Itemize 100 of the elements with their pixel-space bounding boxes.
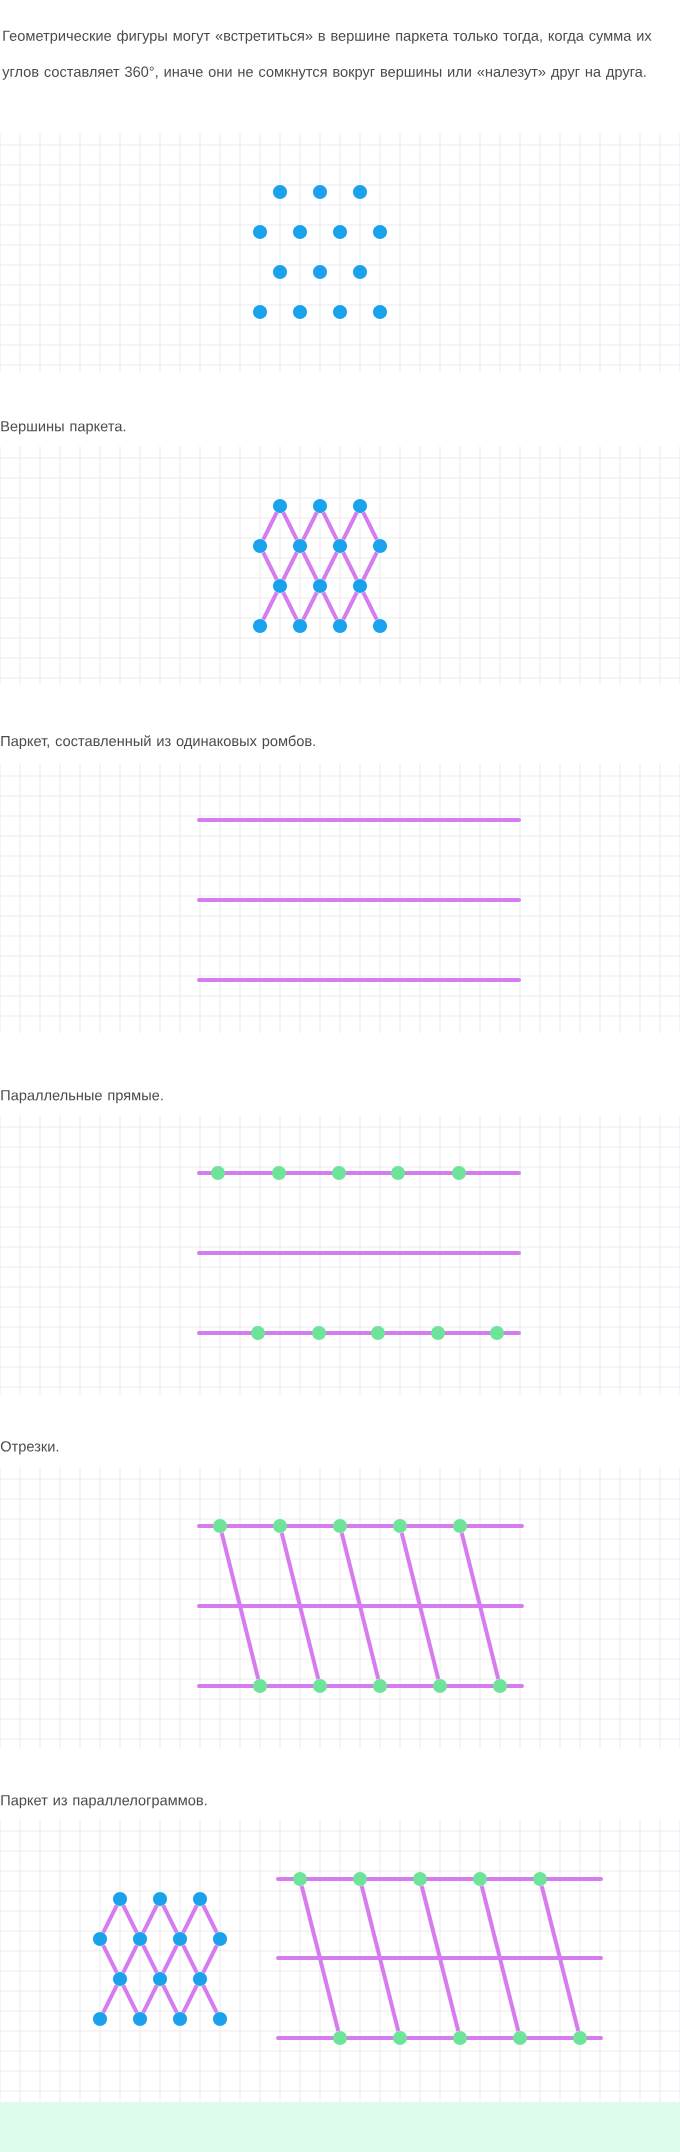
caption: Отрезки. (0, 1441, 59, 1455)
segment (341, 591, 359, 621)
vertex-dot (353, 1872, 367, 1886)
vertex-dot (213, 1519, 227, 1533)
vertex-dot (293, 305, 307, 319)
vertex-dot (373, 1679, 387, 1693)
caption: Паркет из параллелограммов. (1, 1795, 207, 1809)
caption: Вершины паркета. (1, 421, 126, 435)
vertex-dot (173, 1932, 187, 1946)
segment (361, 511, 379, 541)
vertex-dot (133, 1932, 147, 1946)
segment (301, 591, 319, 621)
segment (121, 1984, 139, 2014)
vertex-dot (533, 1872, 547, 1886)
segment (339, 1532, 381, 1680)
vertex-dot (333, 619, 347, 633)
vertex-dot (313, 1679, 327, 1693)
segment (261, 551, 279, 581)
vertex-dot (332, 1166, 346, 1180)
vertex-dot (573, 2031, 587, 2046)
segment (279, 1532, 321, 1680)
segment (121, 1944, 139, 1974)
vertex-dot (293, 619, 307, 633)
vertex-dot (453, 1519, 467, 1533)
vertex-dot (93, 1932, 107, 1946)
segment (321, 591, 339, 621)
vertex-dot (313, 265, 327, 279)
vertex-dot (293, 539, 307, 553)
segment (399, 1532, 441, 1680)
vertex-dot (312, 1326, 326, 1340)
segment (321, 511, 339, 541)
segment (299, 1885, 341, 2032)
vertex-dot (293, 1872, 307, 1886)
paragraph: Геометрические фигуры могут «встретиться» в вершине паркета только тогда, когда сумма их углов составляет 360°, иначе они не сомкнутся вокруг вершины или «налезут» друг на друга. (2, 30, 652, 80)
segment (201, 1944, 219, 1974)
vertex-dot (431, 1326, 445, 1340)
vertex-dot (153, 1972, 167, 1986)
vertex-dot (371, 1326, 385, 1340)
vertex-dot (253, 305, 267, 319)
segment (341, 511, 359, 541)
vertex-dot (473, 1872, 487, 1886)
segment (181, 1904, 199, 1934)
vertex-dot (333, 225, 347, 239)
vertex-dot (313, 579, 327, 593)
segment (101, 1944, 119, 1974)
vertex-dot (273, 499, 287, 513)
vertex-dot (513, 2031, 527, 2046)
vertex-dot (273, 579, 287, 593)
vertex-dot (253, 225, 267, 239)
vertex-dot (253, 1679, 267, 1693)
vertex-dot (251, 1326, 265, 1340)
segment (161, 1944, 179, 1974)
vertex-dot (353, 579, 367, 593)
vertex-dot (433, 1679, 447, 1693)
vertex-dot (313, 499, 327, 513)
segment (161, 1904, 179, 1934)
vertex-dot (391, 1166, 405, 1180)
segment (281, 551, 299, 581)
segment (281, 511, 299, 541)
vertex-dot (353, 499, 367, 513)
vertex-dot (413, 1872, 427, 1886)
segment (201, 1904, 219, 1934)
vertex-dot (293, 225, 307, 239)
vertex-dot (273, 265, 287, 279)
vertex-dot (93, 2012, 107, 2027)
vertex-dot (452, 1166, 466, 1180)
segment (101, 1984, 119, 2014)
vertex-dot (373, 305, 387, 319)
segment (261, 511, 279, 541)
vertex-dot (173, 2012, 187, 2027)
segment (459, 1532, 501, 1680)
vertex-dot (211, 1166, 225, 1180)
vertex-dot (133, 2012, 147, 2027)
vertex-dot (373, 539, 387, 553)
segment (341, 551, 359, 581)
caption: Паркет, составленный из одинаковых ромбов. (1, 735, 315, 750)
vertex-dot (193, 1892, 207, 1906)
vertex-dot (153, 1892, 167, 1906)
vertex-dot (273, 1519, 287, 1533)
segment (121, 1904, 139, 1934)
vertex-dot (213, 1932, 227, 1946)
vertex-dot (313, 185, 327, 199)
segment (321, 551, 339, 581)
caption: Параллельные прямые. (1, 1090, 163, 1104)
vertex-dot (393, 1519, 407, 1533)
segment (141, 1984, 159, 2014)
vertex-dot (213, 2012, 227, 2027)
vertex-dot (333, 2031, 347, 2046)
segment (539, 1885, 581, 2032)
segment (359, 1885, 401, 2032)
segment (219, 1532, 261, 1680)
segment (141, 1904, 159, 1934)
vertex-dot (493, 1679, 507, 1693)
vertex-dot (272, 1166, 286, 1180)
vertex-dot (273, 185, 287, 199)
vertex-dot (253, 539, 267, 553)
segment (361, 591, 379, 621)
segment (181, 1984, 199, 2014)
vertex-dot (353, 185, 367, 199)
segment (101, 1904, 119, 1934)
